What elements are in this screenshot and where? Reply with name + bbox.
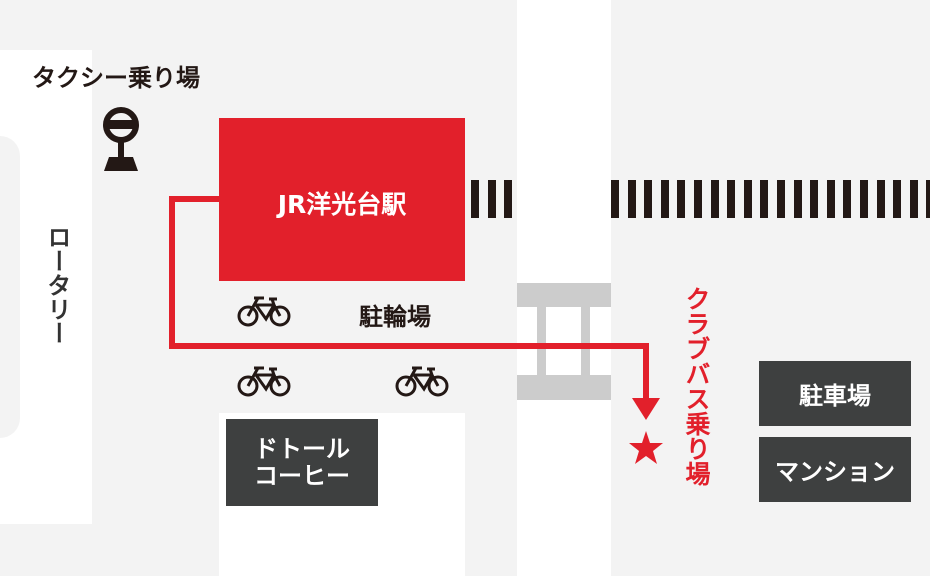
overpass-pillar-right xyxy=(581,307,590,375)
cafe-building[interactable]: ドトール コーヒー xyxy=(226,419,378,506)
railway-tie xyxy=(926,180,930,218)
railway-tie xyxy=(660,180,669,218)
cafe-label-line2: コーヒー xyxy=(254,461,350,490)
railway-tie xyxy=(710,180,719,218)
railway-tie xyxy=(777,180,785,218)
cafe-label-line1: ドトール xyxy=(254,434,350,463)
overpass-pillar-left xyxy=(537,307,546,375)
railway-tie xyxy=(644,180,653,218)
parking-building[interactable]: 駐車場 xyxy=(759,361,911,426)
bicycle-parking-label: 駐輪場 xyxy=(359,303,431,331)
railway-tie xyxy=(826,180,835,218)
star-icon xyxy=(629,431,663,464)
taxi-stand-label: タクシー乗り場 xyxy=(32,64,200,92)
mansion-building[interactable]: マンション xyxy=(759,437,911,502)
railway-tie xyxy=(793,180,802,218)
bicycle-icon xyxy=(395,366,449,397)
railway-tie xyxy=(893,180,902,218)
rotary-island xyxy=(0,136,20,438)
station-label: JR洋光台駅 xyxy=(277,190,407,219)
bicycle-icon xyxy=(237,366,291,397)
railway-tie xyxy=(909,180,918,218)
railway-tie xyxy=(611,180,619,218)
railway-tie xyxy=(627,180,636,218)
railway-tie xyxy=(860,180,868,218)
railway-tie xyxy=(694,180,702,218)
mansion-label: マンション xyxy=(775,458,895,486)
railway-tie xyxy=(677,180,686,218)
overpass-top-bar xyxy=(517,283,611,307)
bicycle-icon xyxy=(237,296,291,327)
bus-stop-label: クラブバス乗り場 xyxy=(682,286,711,486)
overpass-bottom-bar xyxy=(517,375,611,400)
railway-tie xyxy=(810,180,819,218)
arrow-down-icon xyxy=(632,398,660,420)
taxi-stop-icon xyxy=(101,105,141,173)
station-building[interactable] xyxy=(219,118,465,281)
railway-tie xyxy=(843,180,852,218)
railway-tie xyxy=(876,180,885,218)
railway-tie xyxy=(760,180,769,218)
parking-label: 駐車場 xyxy=(799,382,871,410)
railway-tie xyxy=(727,180,736,218)
rotary-label: ロータリー xyxy=(43,225,71,345)
railway-tie xyxy=(743,180,752,218)
